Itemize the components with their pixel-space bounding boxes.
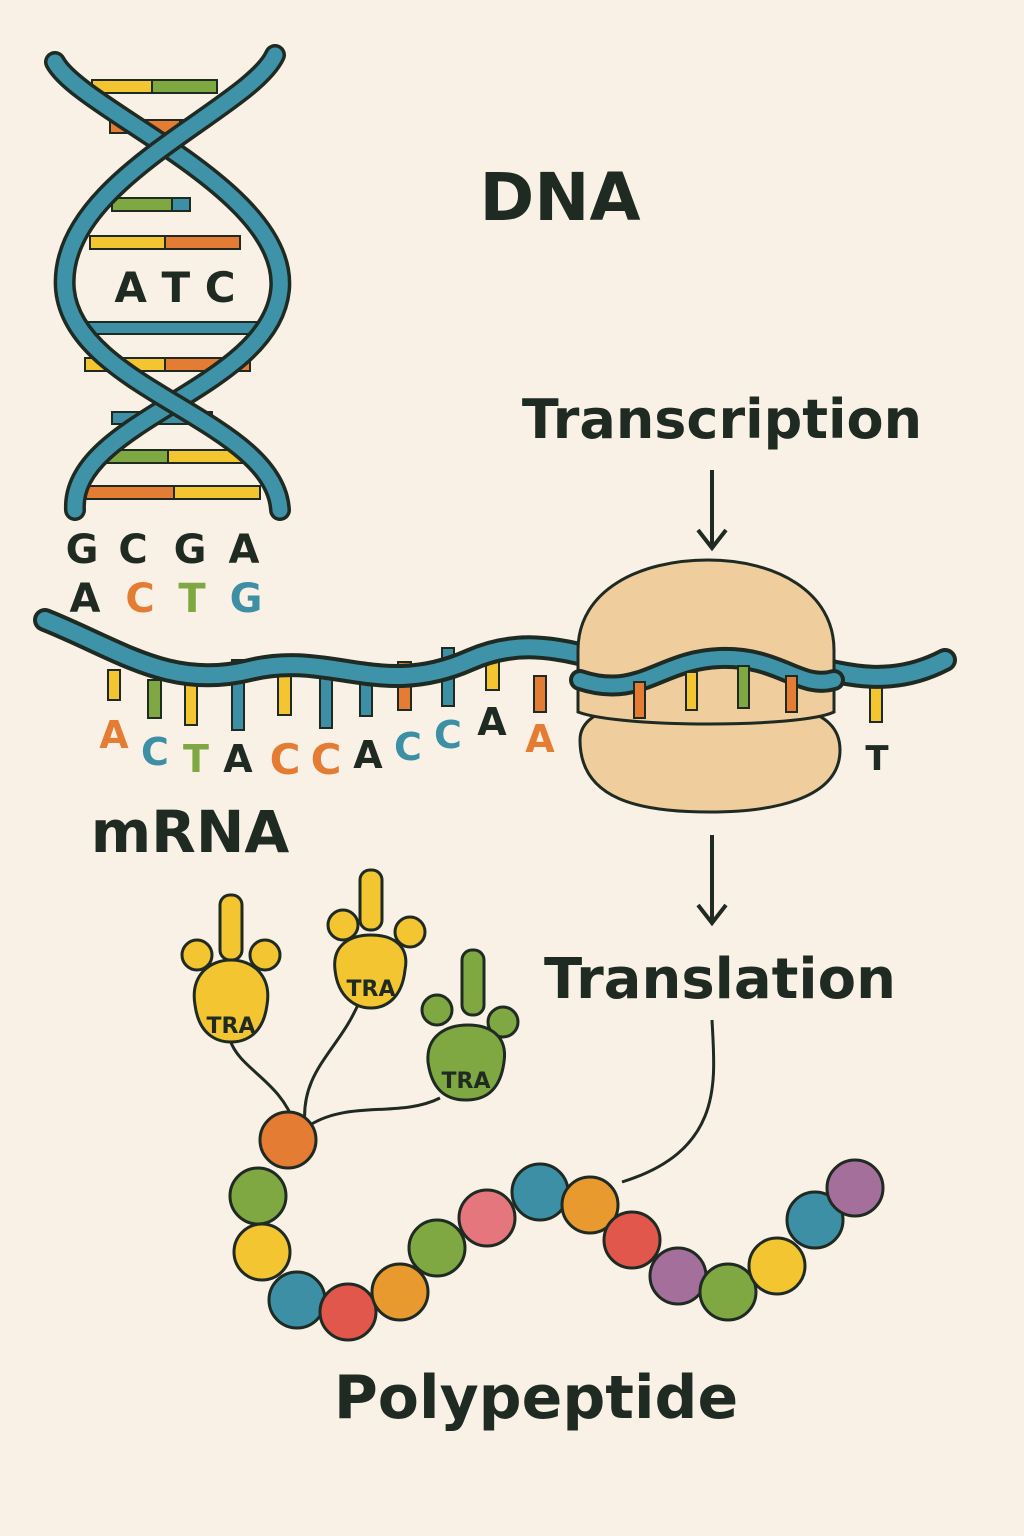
amino-acid (228, 1166, 288, 1226)
amino-acid (747, 1236, 807, 1296)
trna-label: TRA (347, 977, 396, 1002)
dna-letter: T (178, 576, 206, 622)
mrna-letter: C (270, 735, 301, 784)
mrna-letter: A (223, 737, 253, 781)
amino-acid (648, 1246, 708, 1306)
trna-molecule: TRA (420, 948, 520, 1102)
mrna-letter: A (353, 733, 383, 777)
trna-label: TRA (207, 1014, 256, 1039)
dna-letter: A (70, 576, 101, 622)
dna-letter: G (174, 527, 207, 573)
mrna-letter: T (183, 737, 209, 781)
translation-connector (621, 1019, 716, 1184)
amino-acid (232, 1222, 292, 1282)
amino-acid (560, 1175, 620, 1235)
polypeptide-chain (228, 1110, 885, 1342)
translation-label: Translation (544, 947, 896, 1012)
arrow-down-icon (696, 835, 728, 927)
amino-acid (318, 1282, 378, 1342)
trna-molecule: TRA (180, 893, 282, 1044)
mrna-letters: A C T A C C A C C A A T (99, 700, 889, 784)
amino-acid (825, 1158, 885, 1218)
amino-acid (602, 1210, 662, 1270)
dna-helix: A T C (44, 44, 292, 521)
dna-letter: A (229, 527, 260, 573)
amino-acid (370, 1262, 430, 1322)
mrna-letter: A (99, 713, 129, 757)
ribosome (569, 558, 845, 814)
mrna-letter: A (525, 717, 555, 761)
mrna-letter: C (141, 730, 169, 774)
amino-acid (510, 1162, 570, 1222)
dna-letter: G (230, 576, 263, 622)
trna-label: TRA (442, 1069, 491, 1094)
polypeptide-label: Polypeptide (334, 1363, 738, 1433)
mrna-letter: C (311, 735, 342, 784)
dna-letter: C (118, 527, 147, 573)
dna-letter: C (125, 576, 154, 622)
dna-letter: G (66, 527, 99, 573)
amino-acid (785, 1190, 845, 1250)
transcription-label: Transcription (522, 388, 922, 451)
mrna-letter: T (865, 739, 889, 779)
amino-acid (407, 1218, 467, 1278)
ribosome-codon-ticks (633, 665, 798, 719)
dna-letters: G C G A A C T G (66, 527, 263, 622)
arrow-down-icon (696, 470, 728, 552)
amino-acid (267, 1270, 327, 1330)
mrna-label: mRNA (91, 798, 290, 866)
amino-acid (457, 1188, 517, 1248)
amino-acid (698, 1262, 758, 1322)
mrna-letter: C (394, 725, 422, 769)
dna-inner-letters: A T C (114, 263, 235, 312)
mrna-letter: A (477, 700, 507, 744)
amino-acid (258, 1110, 318, 1170)
mrna-letter: C (434, 713, 462, 757)
dna-label: DNA (479, 159, 640, 236)
trna-molecule: TRA (326, 868, 427, 1010)
